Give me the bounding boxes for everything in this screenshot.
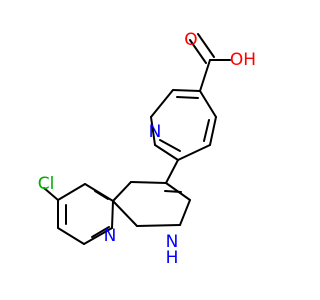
azaindole-pyridine [57, 183, 114, 245]
bond-pyrrole-4 [136, 224, 181, 227]
bond-pyr-6 [209, 116, 217, 146]
bond-pyrrole-3 [112, 200, 138, 227]
pyrrole-hydrogen-label: H [166, 248, 179, 268]
bond-c-ring [199, 59, 211, 92]
bond-c-cl [43, 187, 59, 201]
bond-c-o-double-b [197, 33, 215, 58]
chlorine-label: Cl [38, 174, 55, 194]
pyridine-ring [150, 89, 217, 161]
molecule-canvas: O OH N Cl N N H [37, 30, 257, 268]
bond-aza-5 [83, 227, 113, 245]
bond-pyrrole-inner-1 [164, 190, 182, 193]
molecule-structure: O OH N Cl N N H [38, 30, 256, 268]
bond-aza-2 [57, 183, 86, 201]
hydroxyl-label: OH [230, 50, 256, 70]
bond-aza-4 [57, 227, 85, 245]
azaindole-nitrogen-label: N [104, 226, 117, 246]
carboxylic-acid-group [189, 33, 231, 92]
bond-pyrrole-2 [112, 181, 132, 202]
bond-ring-linker [165, 159, 179, 184]
bond-pyr-3 [150, 116, 156, 146]
bond-aza-inner-3 [94, 190, 109, 200]
bond-pyrrole-1 [130, 181, 167, 184]
bond-pyr-inner-1 [176, 96, 199, 99]
bond-pyr-1 [172, 89, 201, 92]
pyrrole-nitrogen-label: N [166, 232, 179, 252]
bond-pyr-inner-2 [159, 139, 181, 152]
oxygen-carbonyl-label: O [184, 30, 197, 50]
bond-pyr-2 [150, 89, 174, 118]
bond-pyr-7 [199, 90, 217, 118]
bond-pyr-4 [154, 144, 179, 161]
pyrrole-ring [112, 181, 191, 227]
bond-c-o-double-a [189, 39, 207, 64]
bond-aza-6 [111, 200, 114, 229]
bond-pyr-inner-3 [203, 119, 210, 142]
bond-pyrrole-5 [179, 199, 191, 226]
pyridine-nitrogen-label: N [149, 122, 162, 142]
bond-pyr-5 [177, 144, 211, 161]
bond-aza-inner-2 [91, 226, 110, 238]
